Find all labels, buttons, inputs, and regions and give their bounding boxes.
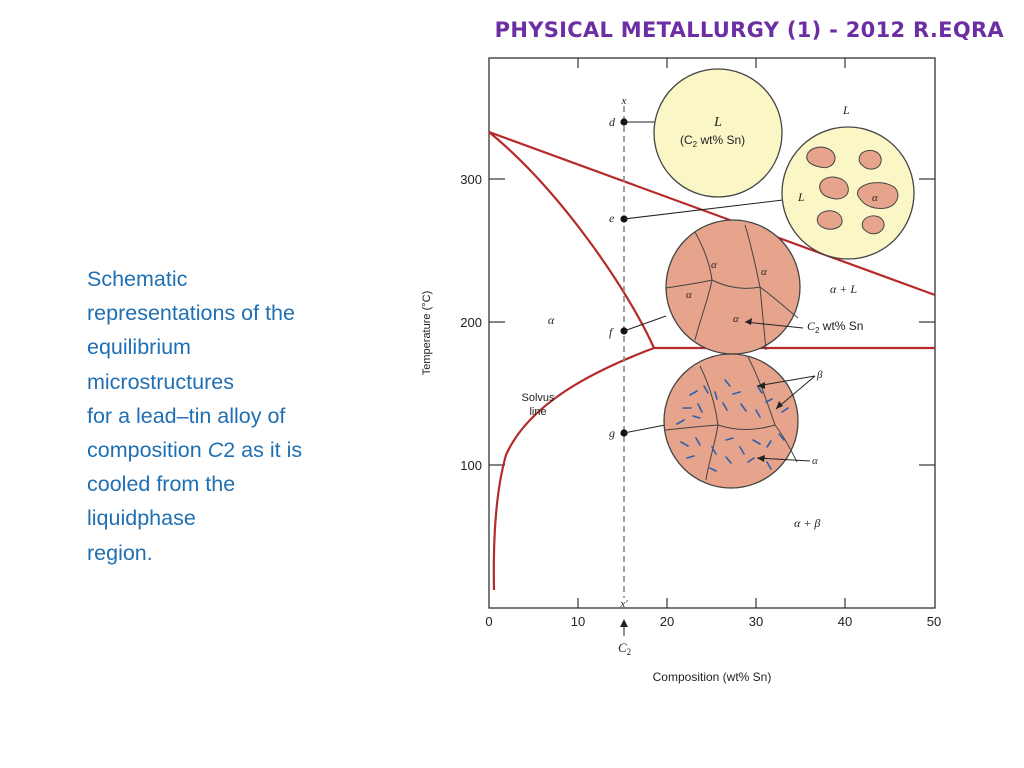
solvus-line (492, 346, 655, 591)
solvus-label: line (529, 406, 546, 418)
line-bottom-label: x′ (619, 598, 628, 610)
desc-variable: C (207, 438, 224, 463)
point-label-e: e (609, 211, 615, 225)
x-tick-label: 30 (749, 614, 763, 629)
desc-text: 2 as it is (223, 438, 303, 463)
micro-g-alpha: α (812, 455, 818, 467)
slide-description: Schematic representations of the equilib… (87, 262, 362, 570)
region-label-liquid: L (842, 103, 850, 117)
y-tick-label: 200 (460, 315, 482, 330)
desc-line: microstructures (87, 369, 234, 394)
y-axis-title: Temperature (°C) (421, 291, 433, 375)
line-top-label: x (621, 95, 627, 107)
micro-d-composition: (C2 wt% Sn) (680, 133, 745, 149)
grain-label: α (733, 313, 739, 325)
desc-text: composition (87, 438, 208, 463)
y-tick-label: 300 (460, 172, 482, 187)
region-label-alpha-liquid: α + L (830, 282, 857, 296)
region-label-alpha: α (548, 313, 555, 327)
desc-line: equilibrium (87, 335, 191, 360)
desc-line: cooled from the (87, 472, 236, 497)
solidus-line (488, 131, 656, 349)
beta-precipitates (676, 379, 789, 472)
desc-line: composition C2 as it is (87, 433, 362, 467)
phase-boundaries (488, 130, 936, 591)
microstructure-e: L α (781, 126, 915, 260)
x-tick-label: 50 (927, 614, 941, 629)
point-label-g: g (609, 426, 615, 440)
microstructure-f: α α α α C2 wt% Sn (665, 219, 863, 355)
x-tick-label: 40 (838, 614, 852, 629)
leader-lines (623, 121, 784, 434)
desc-line: for a lead–tin alloy of (87, 403, 286, 428)
grain-label: α (711, 259, 717, 271)
microstructure-g: β α (663, 353, 823, 489)
desc-line: liquidphase (87, 506, 196, 531)
c2-label: C2 (618, 640, 631, 657)
microstructure-d: L (C2 wt% Sn) (653, 68, 783, 198)
x-tick-label: 20 (660, 614, 674, 629)
micro-e-liquid: L (797, 190, 805, 204)
micro-e-solid: α (872, 192, 878, 204)
point-label-d: d (609, 115, 616, 129)
grain-label: α (686, 289, 692, 301)
grain-label: α (761, 266, 767, 278)
x-tick-label: 10 (571, 614, 585, 629)
liquidus-line (488, 130, 936, 297)
y-tick-label: 100 (460, 458, 482, 473)
micro-d-phase: L (713, 115, 722, 130)
c2-arrow-head (620, 619, 628, 627)
region-label-alpha-beta: α + β (794, 516, 820, 530)
micro-g-beta: β (816, 369, 823, 381)
slide-title: PHYSICAL METALLURGY (1) - 2012 R.EQRA (494, 18, 1004, 42)
x-axis-title: Composition (wt% Sn) (653, 670, 772, 684)
solvus-label: Solvus (521, 392, 555, 404)
desc-line: Schematic (87, 267, 188, 291)
desc-line: region. (87, 540, 153, 565)
x-tick-marks (577, 58, 846, 608)
point-label-f: f (609, 325, 614, 339)
micro-f-callout: C2 wt% Sn (807, 319, 863, 335)
desc-line: representations of the (87, 301, 295, 326)
x-tick-label: 0 (485, 614, 492, 629)
